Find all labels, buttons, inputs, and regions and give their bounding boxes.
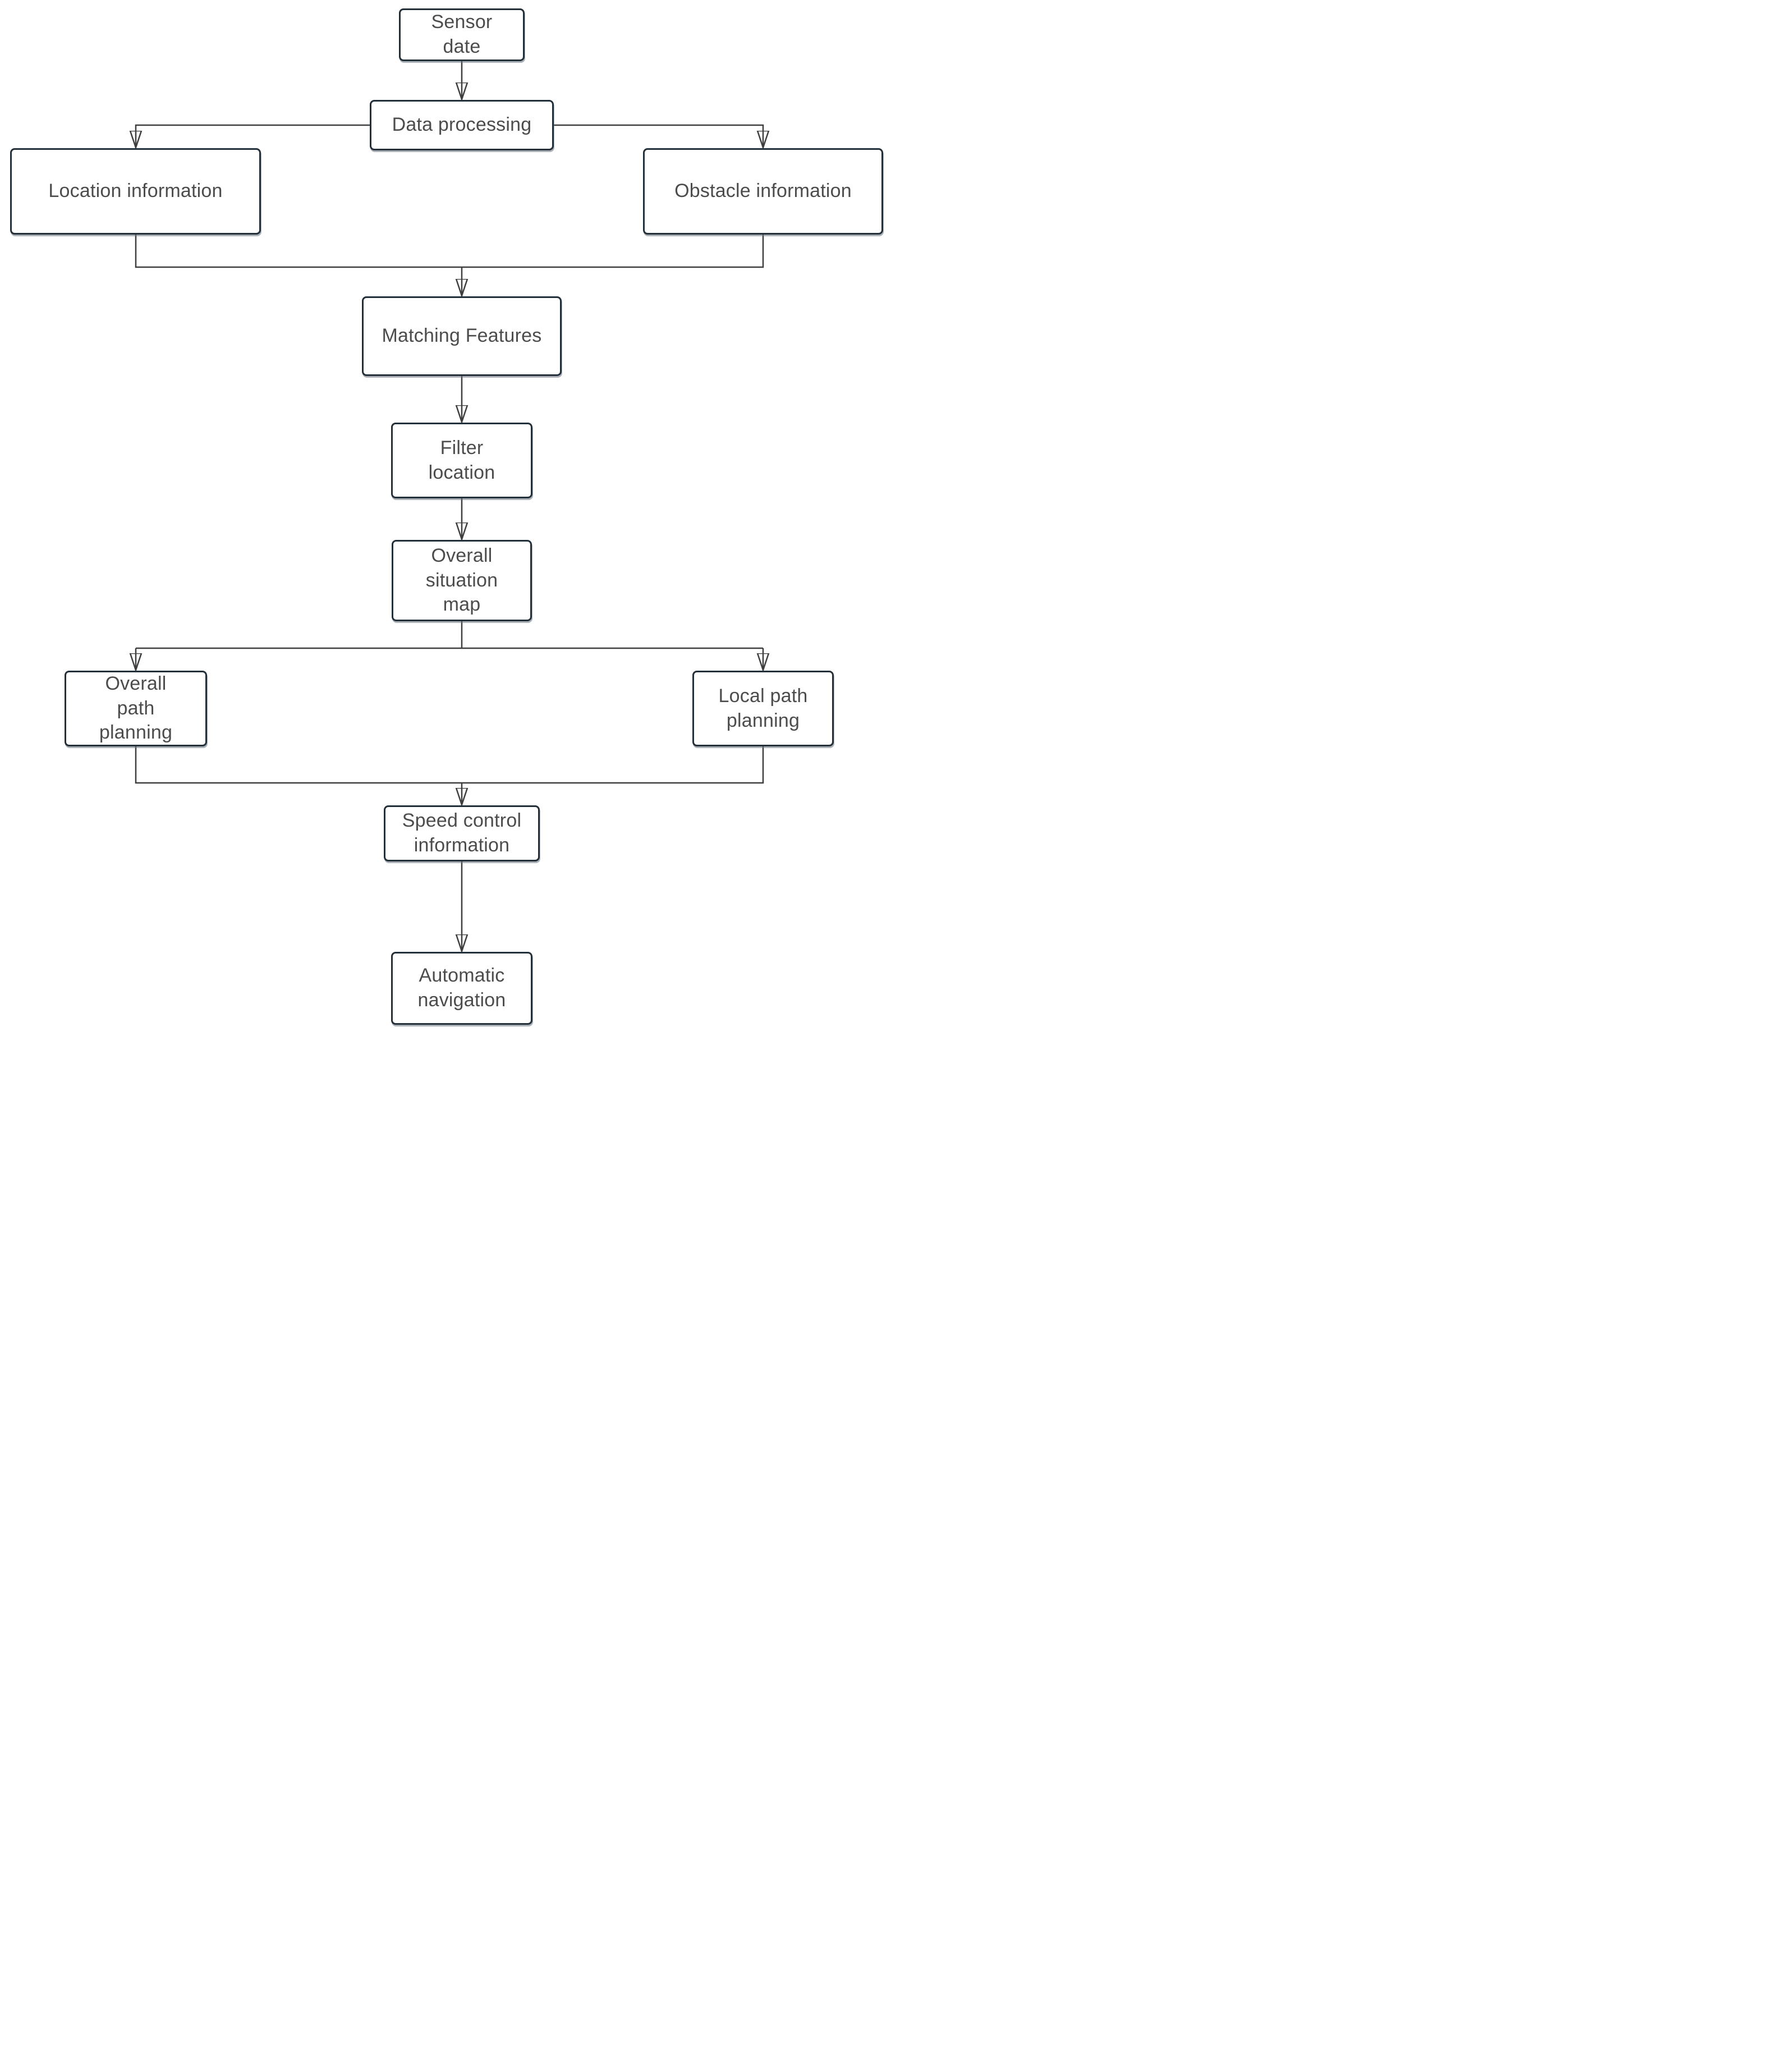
node-automatic-navigation-label: Automatic navigation — [417, 965, 506, 1011]
node-filter-location-label: Filter location — [428, 437, 495, 483]
node-overall-path-planning-label: Overall path planning — [99, 673, 173, 744]
node-speed-control-information: Speed control information — [384, 805, 540, 861]
edge-dataprocessing-to-obstacle — [554, 124, 763, 148]
node-local-path-planning-label: Local path planning — [718, 685, 808, 731]
node-obstacle-information-label: Obstacle information — [674, 180, 852, 202]
node-sensor-date-label: Sensor date — [431, 11, 493, 57]
node-filter-location: Filter location — [391, 423, 532, 498]
edge-dataprocessing-to-location — [136, 124, 370, 148]
node-matching-features-label: Matching Features — [382, 325, 542, 347]
node-sensor-date: Sensor date — [399, 8, 525, 61]
node-overall-situation-map: Overall situation map — [392, 540, 532, 621]
edge-obstacle-merge — [462, 235, 764, 268]
node-location-information: Location information — [10, 148, 261, 235]
edge-location-merge — [135, 235, 462, 268]
node-data-processing-label: Data processing — [392, 114, 532, 136]
node-matching-features: Matching Features — [362, 296, 562, 376]
node-automatic-navigation: Automatic navigation — [391, 952, 532, 1025]
connector-lines — [0, 61, 891, 1036]
edge-localpath-merge — [462, 746, 764, 784]
node-overall-situation-map-label: Overall situation map — [425, 545, 498, 616]
node-speed-control-information-label: Speed control information — [402, 810, 522, 856]
node-obstacle-information: Obstacle information — [643, 148, 883, 235]
node-overall-path-planning: Overall path planning — [65, 671, 207, 746]
node-location-information-label: Location information — [48, 180, 223, 202]
flowchart-canvas: Sensor date Data processing Location inf… — [0, 0, 891, 1036]
edge-overallpath-merge — [135, 746, 462, 784]
node-local-path-planning: Local path planning — [692, 671, 834, 746]
node-data-processing: Data processing — [370, 100, 554, 150]
